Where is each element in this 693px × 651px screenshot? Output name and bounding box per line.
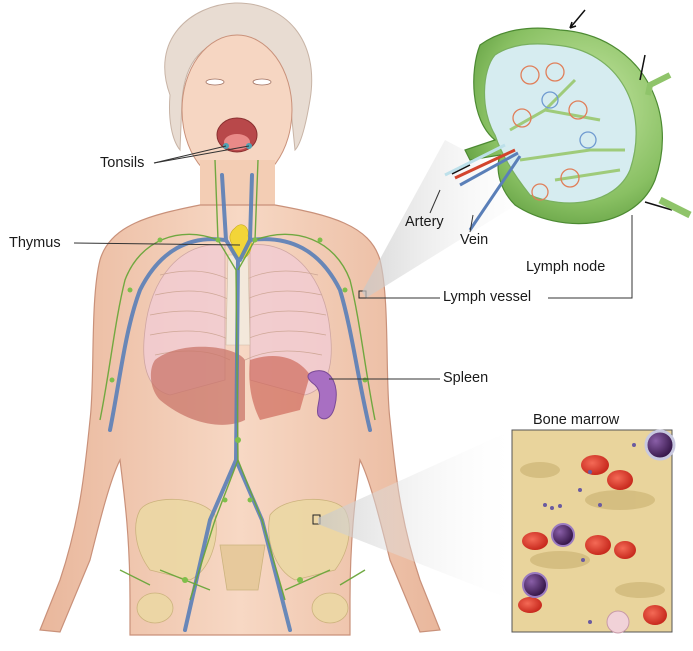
vein-label: Vein: [460, 232, 489, 248]
thymus-leader: [73, 242, 241, 246]
lymph-node-beam: [362, 140, 540, 298]
thymus-label: Thymus: [9, 235, 61, 251]
leader-lines: [73, 145, 633, 380]
tonsils-label: Tonsils: [100, 155, 145, 171]
tonsils-leader: [153, 145, 227, 164]
lymph-nodes-small: [109, 237, 368, 583]
lymph-node-label: Lymph node: [526, 259, 606, 275]
liver: [150, 346, 245, 425]
artery-label: Artery: [405, 214, 444, 230]
bone-marrow-beam: [318, 430, 512, 600]
vein-leader: [469, 214, 474, 233]
lymph-node-inset: [444, 9, 692, 231]
spleen: [307, 370, 337, 420]
stomach: [249, 355, 310, 420]
spleen-label: Spleen: [443, 370, 489, 386]
bone-marrow-inset: [511, 429, 676, 634]
lymph-node-leader: [548, 215, 633, 299]
bone-marrow-label: Bone marrow: [533, 412, 620, 428]
artery-leader: [429, 189, 441, 214]
lymph-vessel-label: Lymph vessel: [443, 289, 532, 305]
pelvis: [135, 498, 350, 624]
